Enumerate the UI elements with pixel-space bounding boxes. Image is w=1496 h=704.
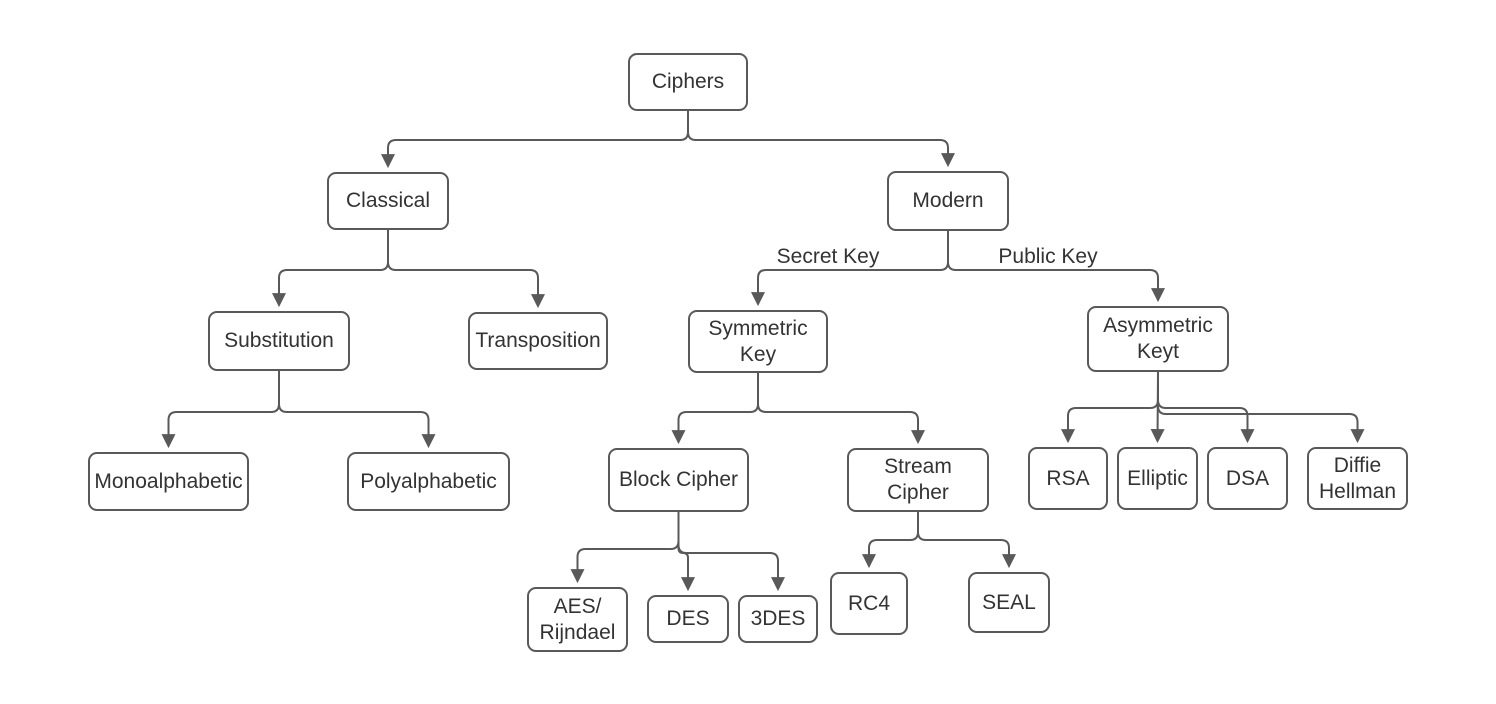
edge-asymmetric-keyt-rsa: [1061, 372, 1159, 444]
node-label-substitution: Substitution: [224, 329, 334, 353]
edge-block-cipher-3des: [677, 512, 785, 592]
node-label-asymmetric-keyt: Asymmetric Keyt: [1103, 314, 1213, 363]
node-classical: Classical: [327, 172, 449, 230]
node-label-modern: Modern: [912, 189, 984, 213]
node-label-monoalphabetic: Monoalphabetic: [94, 469, 243, 493]
node-symmetric-key: Symmetric Key: [688, 310, 828, 373]
edge-asymmetric-keyt-dsa: [1157, 372, 1255, 444]
node-rc4: RC4: [830, 572, 908, 635]
edge-ciphers-classical: [381, 111, 689, 169]
edge-label-public-key: Public Key: [998, 245, 1098, 268]
edge-symmetric-key-block-cipher: [671, 373, 759, 445]
node-label-rsa: RSA: [1046, 466, 1090, 490]
node-label-diffie-hellman: Diffie Hellman: [1318, 453, 1397, 503]
node-label-classical: Classical: [345, 189, 431, 213]
node-label-block-cipher: Block Cipher: [618, 468, 739, 492]
node-substitution: Substitution: [208, 311, 350, 371]
node-aes-rijndael: AES/ Rijndael: [527, 587, 628, 652]
edge-block-cipher-aes-rijndael: [570, 512, 680, 584]
node-3des: 3DES: [738, 595, 818, 643]
edge-asymmetric-keyt-diffie-hellman: [1157, 372, 1365, 444]
edge-symmetric-key-stream-cipher: [757, 373, 925, 445]
node-label-elliptic: Elliptic: [1127, 466, 1188, 490]
node-label-des: DES: [666, 607, 710, 631]
node-seal: SEAL: [968, 572, 1050, 633]
node-label-polyalphabetic: Polyalphabetic: [360, 469, 497, 493]
node-asymmetric-keyt: Asymmetric Keyt: [1087, 306, 1229, 372]
edge-ciphers-modern: [687, 111, 955, 168]
edge-stream-cipher-rc4: [862, 512, 919, 569]
node-label-aes-rijndael: AES/ Rijndael: [539, 594, 616, 644]
edge-substitution-monoalphabetic: [161, 371, 280, 449]
edge-classical-transposition: [387, 230, 545, 309]
node-label-stream-cipher: Stream Cipher: [884, 455, 952, 504]
node-stream-cipher: Stream Cipher: [847, 448, 989, 512]
node-label-dsa: DSA: [1225, 466, 1270, 490]
edge-substitution-polyalphabetic: [278, 371, 436, 449]
node-label-3des: 3DES: [750, 607, 806, 631]
edge-classical-substitution: [272, 230, 389, 308]
node-label-seal: SEAL: [982, 590, 1036, 614]
node-monoalphabetic: Monoalphabetic: [88, 452, 249, 511]
edge-label-secret-key: Secret Key: [776, 245, 880, 268]
node-label-ciphers: Ciphers: [651, 70, 725, 94]
node-polyalphabetic: Polyalphabetic: [347, 452, 510, 511]
node-label-rc4: RC4: [847, 591, 890, 615]
node-des: DES: [647, 595, 729, 643]
node-label-transposition: Transposition: [475, 329, 601, 353]
node-dsa: DSA: [1207, 447, 1288, 510]
node-transposition: Transposition: [468, 312, 608, 370]
node-block-cipher: Block Cipher: [608, 448, 749, 512]
node-diffie-hellman: Diffie Hellman: [1307, 447, 1408, 510]
edge-stream-cipher-seal: [917, 512, 1016, 569]
node-rsa: RSA: [1028, 447, 1108, 510]
edge-modern-asymmetric-keyt: [947, 231, 1165, 303]
node-ciphers: Ciphers: [628, 53, 748, 111]
node-modern: Modern: [887, 171, 1009, 231]
node-elliptic: Elliptic: [1117, 447, 1198, 510]
node-label-symmetric-key: Symmetric Key: [708, 316, 808, 366]
